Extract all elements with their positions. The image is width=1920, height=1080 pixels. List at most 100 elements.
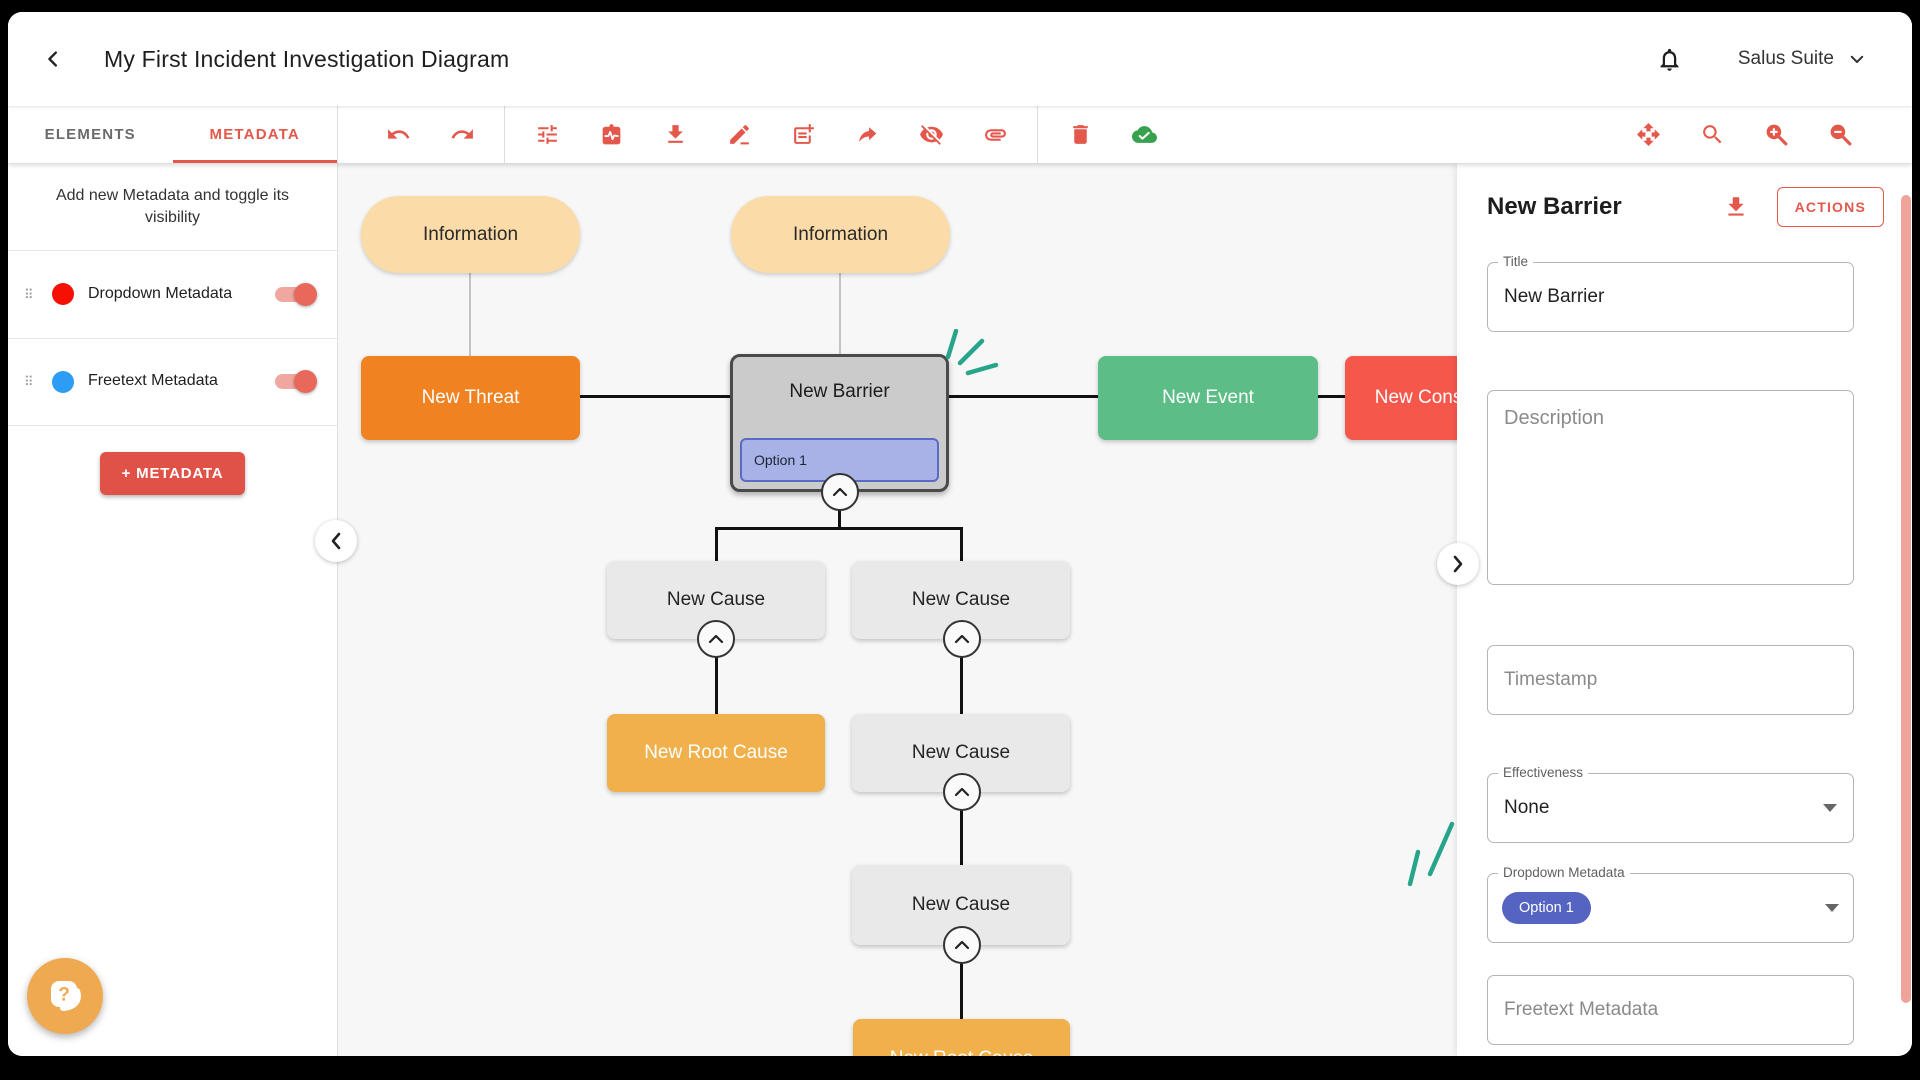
bell-icon: [1660, 48, 1679, 71]
collapse-chevron-button[interactable]: [943, 926, 981, 964]
tab-metadata[interactable]: METADATA: [172, 106, 338, 163]
add-metadata-button[interactable]: + METADATA: [99, 451, 246, 495]
share-icon: [858, 127, 876, 142]
zoom-out-button[interactable]: [1827, 122, 1853, 148]
list-item-dropdown-metadata: ⠿ Dropdown Metadata: [8, 249, 337, 338]
node-new-root-cause[interactable]: New Root Cause: [853, 1019, 1070, 1056]
add-node-icon: [793, 124, 814, 144]
eye-off-icon: [919, 125, 943, 145]
edit-button[interactable]: [726, 122, 752, 148]
chevron-up-icon: [954, 634, 970, 644]
attachment-button[interactable]: [982, 122, 1008, 148]
zoom-in-button[interactable]: [1763, 122, 1789, 148]
connector-line: [960, 527, 963, 562]
title-input[interactable]: [1488, 263, 1853, 331]
freetext-metadata-toggle[interactable]: [275, 370, 317, 394]
app-window: My First Incident Investigation Diagram …: [8, 12, 1912, 1056]
delete-button[interactable]: [1067, 122, 1093, 148]
collapse-chevron-button[interactable]: [943, 620, 981, 658]
pan-button[interactable]: [1635, 122, 1661, 148]
chevron-up-icon: [708, 634, 724, 644]
node-information[interactable]: Information: [731, 196, 950, 273]
node-new-consequence[interactable]: New Consequence: [1345, 356, 1457, 440]
timestamp-field[interactable]: [1487, 645, 1854, 715]
freetext-metadata-field[interactable]: [1487, 975, 1854, 1045]
tune-icon: [537, 125, 557, 144]
chevron-left-icon: [331, 532, 341, 550]
help-icon: ?: [51, 981, 81, 1011]
collapse-panel-button[interactable]: [1437, 543, 1479, 585]
download-icon: [667, 125, 683, 143]
back-button[interactable]: [34, 39, 74, 79]
undo-icon: [387, 129, 409, 139]
metadata-sidebar: Add new Metadata and toggle its visibili…: [8, 163, 338, 1056]
effectiveness-select[interactable]: Effectiveness None: [1487, 765, 1854, 843]
collapse-chevron-button[interactable]: [821, 473, 859, 511]
drag-handle-icon[interactable]: ⠿: [24, 286, 35, 302]
attachment-icon: [984, 129, 1006, 141]
field-label: Title: [1498, 254, 1534, 269]
node-new-event[interactable]: New Event: [1098, 356, 1318, 440]
chevron-right-icon: [1453, 555, 1463, 573]
undo-button[interactable]: [385, 122, 411, 148]
chevron-up-icon: [832, 487, 848, 497]
option-chip: Option 1: [1502, 892, 1591, 924]
redo-button[interactable]: [449, 122, 475, 148]
add-node-button[interactable]: [790, 122, 816, 148]
freetext-metadata-input[interactable]: [1488, 976, 1853, 1044]
node-new-threat[interactable]: New Threat: [361, 356, 580, 440]
chevron-up-icon: [954, 787, 970, 797]
description-field[interactable]: [1487, 390, 1854, 585]
toolbar: [338, 106, 1912, 163]
connector-line: [838, 509, 841, 528]
tune-button[interactable]: [534, 122, 560, 148]
help-button[interactable]: ?: [27, 958, 103, 1034]
notifications-button[interactable]: [1648, 37, 1692, 81]
diagram-health-button[interactable]: [598, 122, 624, 148]
toolbar-divider: [1037, 106, 1038, 163]
download-button[interactable]: [662, 122, 688, 148]
connector-line: [949, 395, 1098, 398]
hide-visibility-button[interactable]: [918, 122, 944, 148]
download-icon: [1728, 197, 1744, 216]
pan-icon: [1636, 123, 1660, 146]
share-button[interactable]: [854, 122, 880, 148]
effectiveness-value: None: [1504, 797, 1550, 818]
panel-download-button[interactable]: [1721, 192, 1751, 222]
collapse-sidebar-button[interactable]: [315, 520, 357, 562]
panel-scrollbar[interactable]: [1901, 195, 1911, 1003]
connector-line: [580, 395, 730, 398]
chevron-up-icon: [954, 940, 970, 950]
search-icon: [1702, 125, 1721, 144]
dropdown-metadata-select[interactable]: Dropdown Metadata Option 1: [1487, 865, 1854, 943]
page-title: My First Incident Investigation Diagram: [104, 45, 510, 72]
redo-icon: [451, 129, 473, 139]
drag-handle-icon[interactable]: ⠿: [24, 374, 35, 390]
title-field[interactable]: Title: [1487, 254, 1854, 332]
connector-line: [469, 273, 471, 356]
node-new-root-cause[interactable]: New Root Cause: [607, 714, 825, 792]
cloud-saved-button[interactable]: [1131, 122, 1157, 148]
metadata-item-label: Freetext Metadata: [88, 372, 218, 390]
subbar: ELEMENTS METADATA: [8, 106, 1912, 163]
diagram-health-icon: [602, 124, 620, 145]
field-label: Effectiveness: [1498, 765, 1589, 780]
back-chevron-icon: [48, 51, 58, 67]
trash-icon: [1072, 125, 1088, 144]
search-button[interactable]: [1699, 122, 1725, 148]
tab-elements[interactable]: ELEMENTS: [44, 126, 136, 143]
account-menu[interactable]: Salus Suite: [1738, 48, 1866, 70]
node-information[interactable]: Information: [361, 196, 580, 273]
metadata-item-label: Dropdown Metadata: [88, 284, 233, 302]
connector-line: [960, 657, 963, 715]
diagram-canvas[interactable]: Information Information New Threat New B…: [338, 163, 1457, 1056]
connector-line: [715, 657, 718, 715]
actions-button[interactable]: ACTIONS: [1776, 187, 1884, 227]
toolbar-divider: [504, 106, 505, 163]
collapse-chevron-button[interactable]: [943, 773, 981, 811]
timestamp-input[interactable]: [1488, 646, 1853, 714]
dropdown-metadata-toggle[interactable]: [275, 282, 317, 306]
description-input[interactable]: [1488, 391, 1853, 584]
node-new-barrier-selected[interactable]: New Barrier Option 1: [730, 354, 949, 492]
collapse-chevron-button[interactable]: [697, 620, 735, 658]
